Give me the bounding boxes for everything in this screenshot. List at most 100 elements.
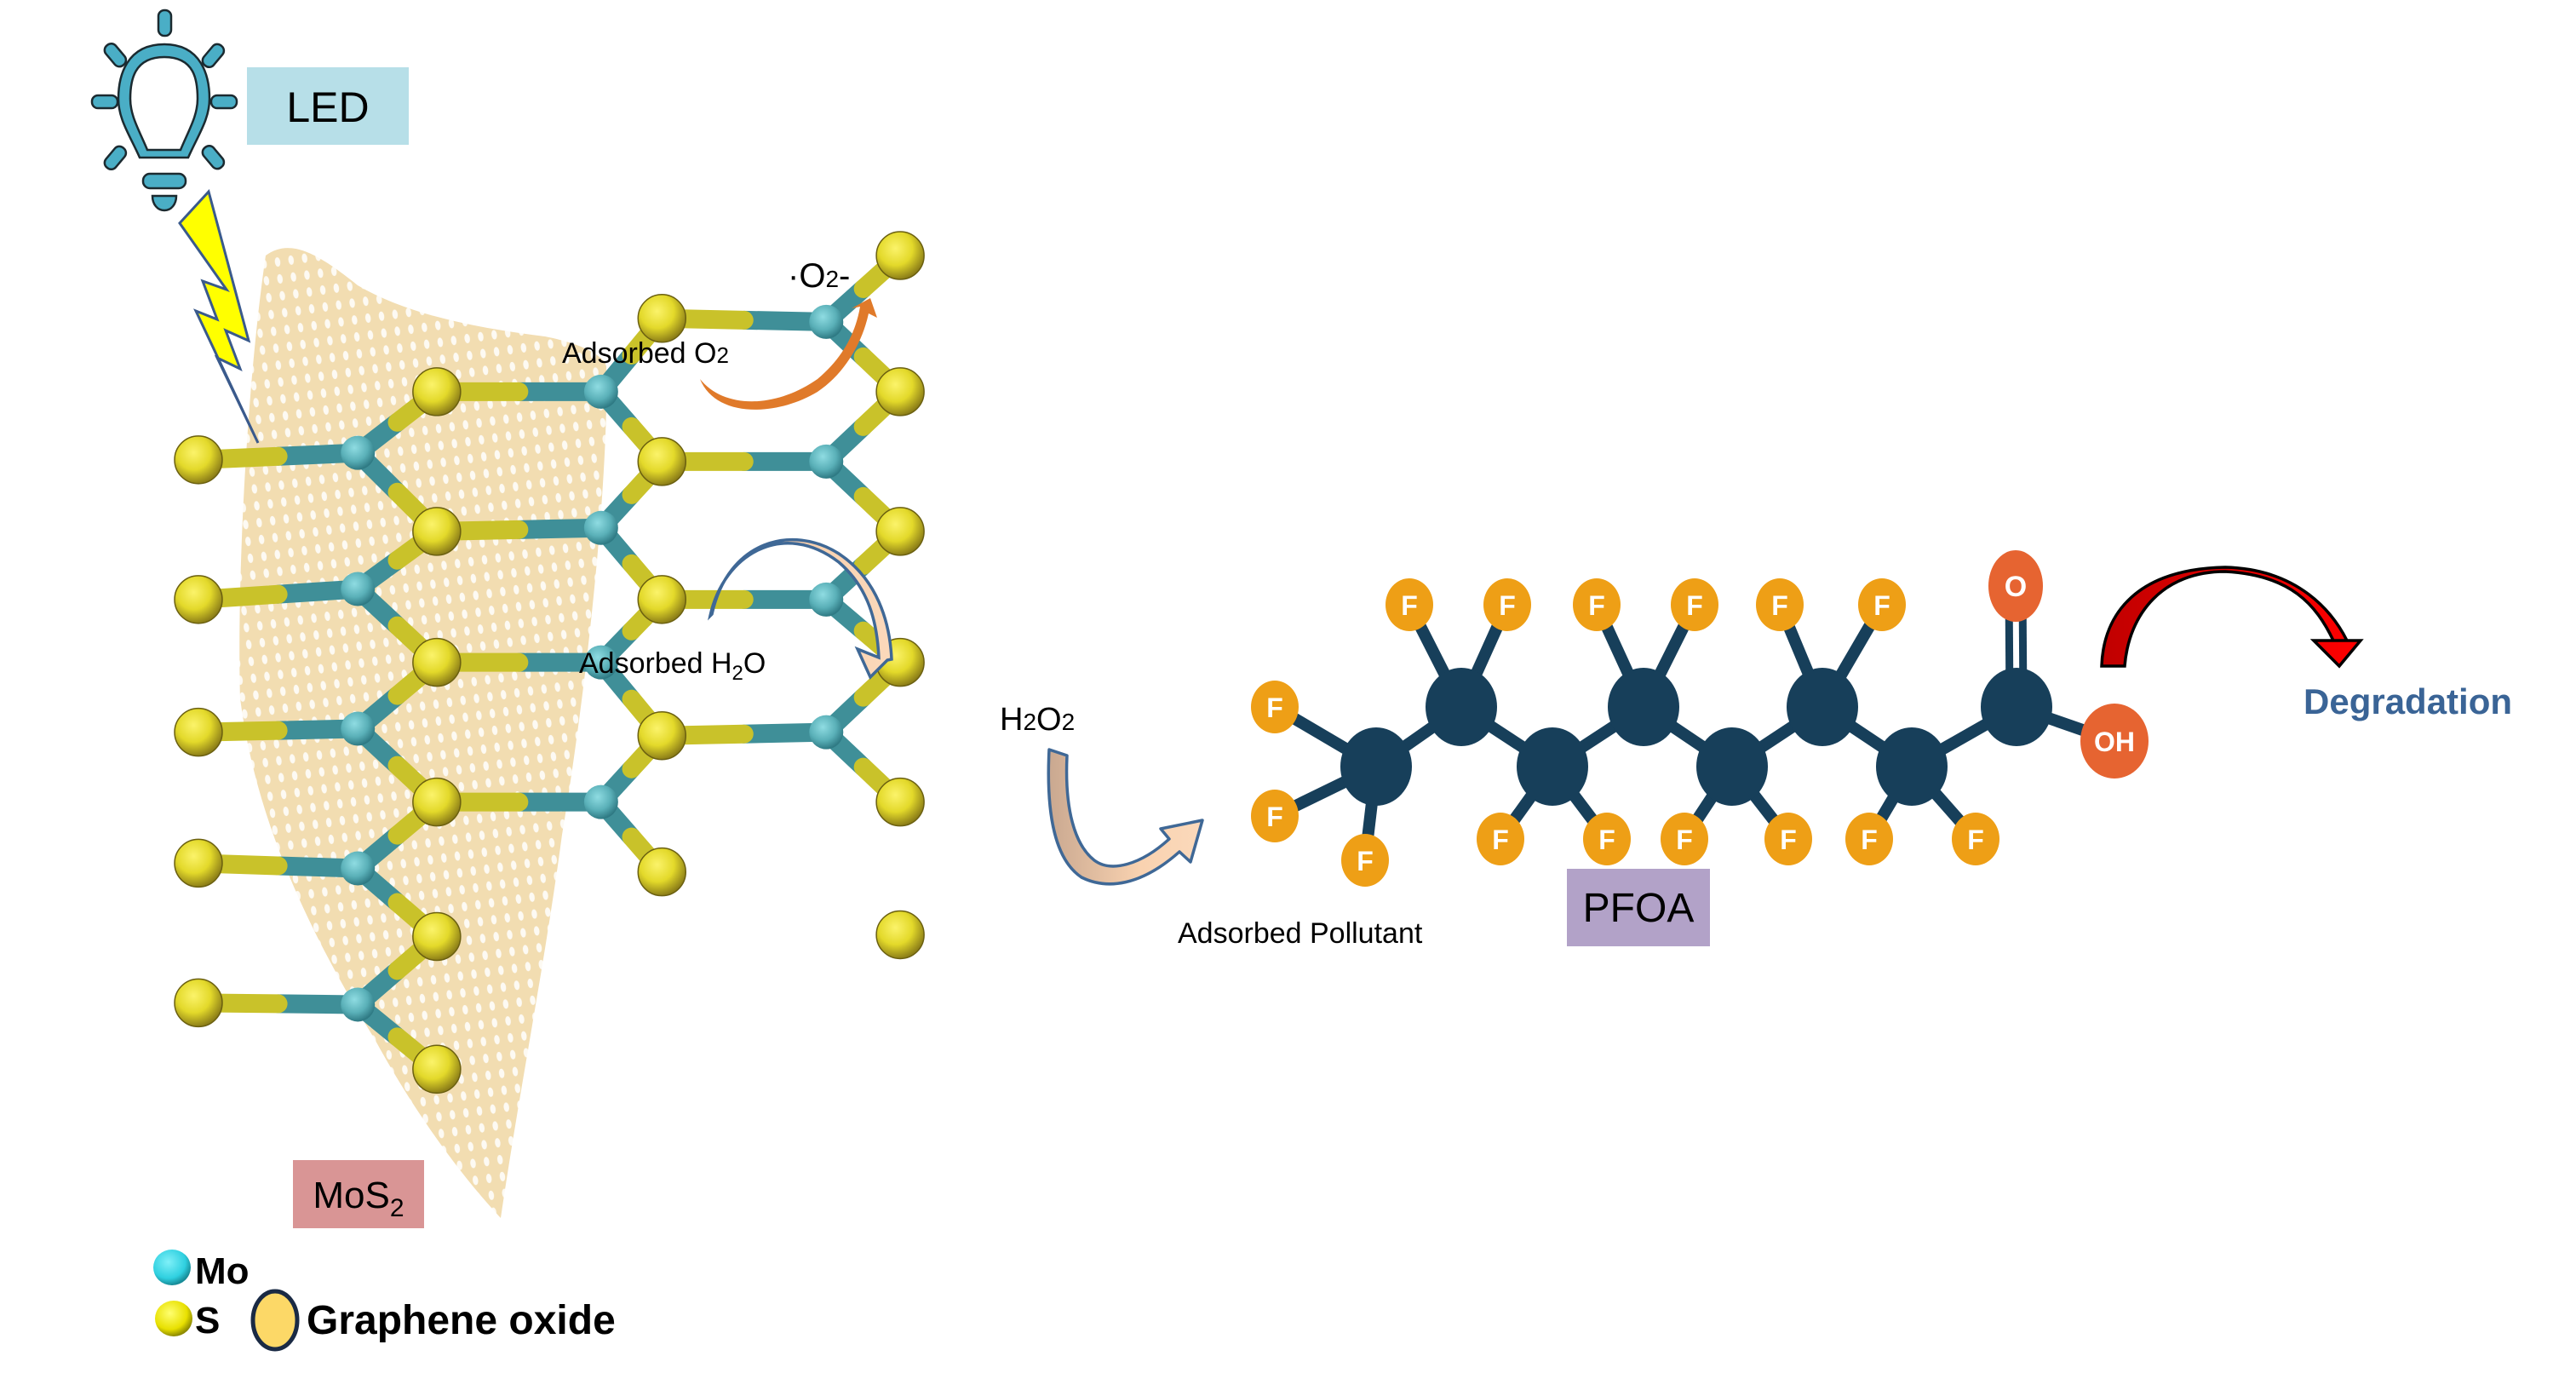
s-atom — [875, 777, 925, 827]
fluorine-atom — [1661, 813, 1708, 865]
mo-atom — [583, 784, 618, 819]
superoxide-arrow — [700, 298, 877, 410]
mo-atom — [583, 374, 618, 409]
mo-atom — [341, 572, 376, 606]
mo-atom — [341, 851, 376, 886]
fluorine-label: F — [1676, 825, 1693, 855]
h2o2-label: H2O2 — [1000, 702, 1075, 738]
carbon-atom — [1608, 668, 1679, 746]
led-label: LED — [286, 83, 369, 131]
mo-atom — [583, 510, 618, 545]
legend-graphene-swatch — [250, 1289, 300, 1352]
fluorine-atom — [1573, 578, 1621, 631]
fluorine-label: F — [1357, 846, 1374, 876]
carbon-atom — [1340, 727, 1412, 806]
s-atom — [174, 707, 223, 757]
s-atom — [412, 777, 462, 827]
legend-s-label: S — [195, 1300, 220, 1342]
legend-graphene-label: Graphene oxide — [307, 1298, 616, 1343]
superoxide-label: ·O2- — [788, 257, 850, 295]
fluorine-label: F — [1588, 590, 1605, 621]
fluorine-atom — [1764, 813, 1812, 865]
fluorine-label: F — [1492, 825, 1509, 855]
mos2-lattice — [174, 231, 925, 1095]
fluorine-atom — [1671, 578, 1718, 631]
mo-atom — [809, 582, 844, 617]
fluorine-atom — [1251, 681, 1299, 733]
fluorine-atom — [1583, 813, 1631, 865]
carbon-atom — [1696, 727, 1768, 806]
mo-atom — [341, 711, 376, 746]
s-atom — [875, 231, 925, 280]
mo-atom — [809, 304, 844, 339]
fluorine-label: F — [1686, 590, 1703, 621]
s-atom — [637, 437, 687, 486]
oxygen-atom — [1988, 550, 2043, 622]
mo-atom — [583, 645, 618, 680]
fluorine-label: F — [1266, 692, 1283, 723]
mo-atom — [809, 715, 844, 750]
carbon-atom — [1981, 668, 2052, 746]
degradation-arrow — [2100, 566, 2364, 669]
fluorine-atom — [1386, 578, 1433, 631]
s-atom — [412, 637, 462, 687]
s-atom — [174, 838, 223, 888]
led-label-box — [247, 67, 409, 145]
mos2-label-box — [293, 1160, 424, 1228]
fluorine-atom — [1483, 578, 1531, 631]
fluorine-atom — [1952, 813, 1999, 865]
fluorine-atom — [1756, 578, 1804, 631]
pfoa-label: PFOA — [1583, 886, 1695, 931]
carbon-atom — [1517, 727, 1588, 806]
s-atom — [875, 910, 925, 960]
fluorine-label: F — [1266, 802, 1283, 832]
s-atom — [174, 978, 223, 1028]
mo-atom — [341, 987, 376, 1022]
s-atom — [637, 711, 687, 761]
lightning-bolt-icon — [178, 188, 260, 444]
s-atom — [412, 911, 462, 962]
legend-mo-label: Mo — [195, 1250, 250, 1292]
legend-mo-swatch — [153, 1250, 191, 1285]
s-atom — [412, 367, 462, 417]
fluorine-atom — [1845, 813, 1893, 865]
s-atom — [637, 847, 687, 897]
mo-atom — [341, 435, 376, 470]
hydroxyl-label: OH — [2094, 727, 2135, 757]
hydroxyl-group — [2080, 704, 2149, 779]
h2o-to-h2o2-arrow — [708, 537, 893, 681]
h2o2-to-pollutant-arrow — [1047, 748, 1204, 886]
s-atom — [875, 367, 925, 417]
adsorbed-pollutant-label: Adsorbed Pollutant — [1178, 917, 1423, 950]
adsorbed-h2o-label: Adsorbed H2O — [579, 647, 766, 685]
fluorine-label: F — [1499, 590, 1516, 621]
fluorine-label: F — [1967, 825, 1984, 855]
oxygen-label: O — [2005, 571, 2027, 603]
carbon-atom — [1426, 668, 1497, 746]
s-atom — [637, 575, 687, 624]
fluorine-atom — [1341, 834, 1389, 887]
graphene-oxide-sheet — [239, 248, 607, 1218]
fluorine-atom — [1251, 790, 1299, 842]
legend-s-swatch — [155, 1301, 192, 1336]
carbon-atom — [1787, 668, 1858, 746]
fluorine-label: F — [1780, 825, 1797, 855]
s-atom — [412, 1044, 462, 1095]
fluorine-atom — [1858, 578, 1906, 631]
adsorbed-o2-label: Adsorbed O2 — [562, 337, 729, 370]
fluorine-label: F — [1861, 825, 1878, 855]
mos2-label: MoS2 — [313, 1175, 404, 1222]
pfoa-label-box — [1567, 869, 1710, 946]
fluorine-label: F — [1401, 590, 1418, 621]
degradation-label: Degradation — [2303, 681, 2512, 721]
carbon-atom — [1876, 727, 1948, 806]
s-atom — [412, 507, 462, 556]
mo-atom — [809, 444, 844, 479]
fluorine-label: F — [1598, 825, 1615, 855]
legend: Mo S Graphene oxide — [153, 1250, 616, 1352]
light-bulb-icon — [90, 9, 238, 212]
s-atom — [174, 435, 223, 485]
fluorine-label: F — [1771, 590, 1788, 621]
